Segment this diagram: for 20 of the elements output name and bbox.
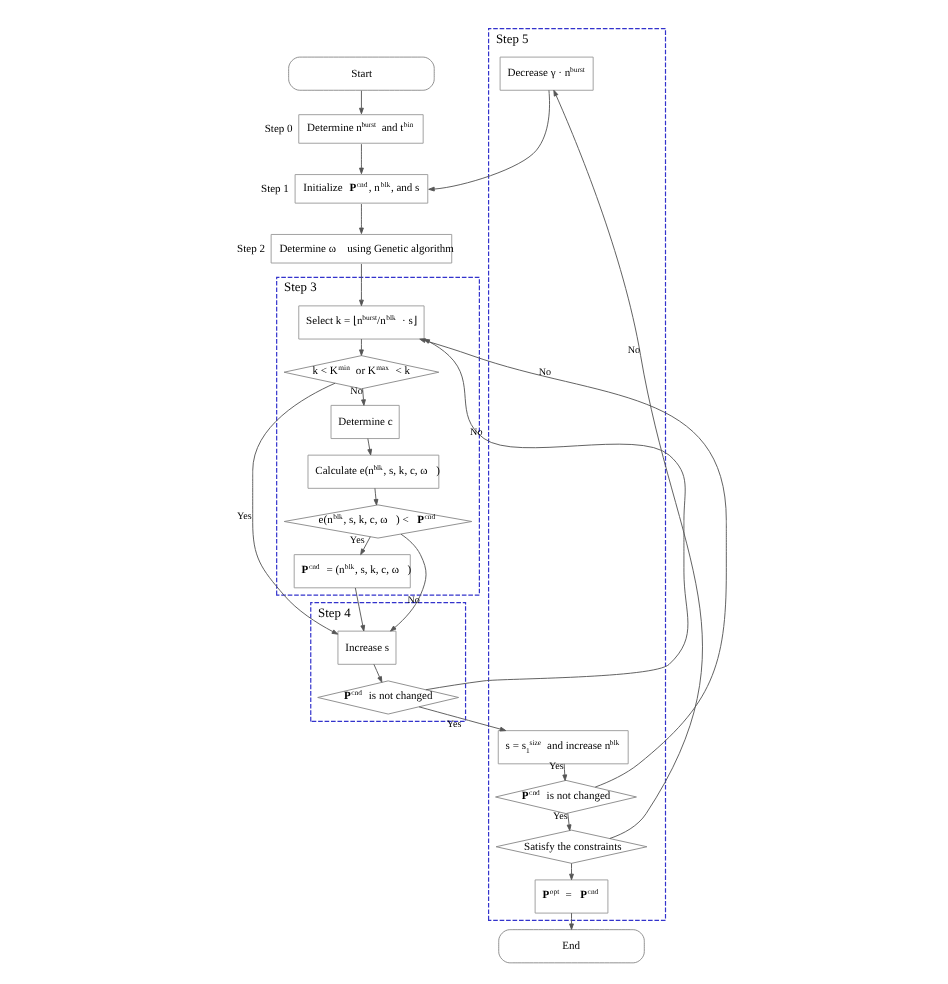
arrow [251, 382, 338, 635]
arrow [358, 143, 363, 175]
arrow [568, 912, 573, 930]
arrow [389, 533, 426, 632]
arrow [358, 338, 363, 356]
arrow [358, 263, 363, 307]
arrow [358, 90, 363, 115]
arrow [417, 706, 506, 732]
arrow [366, 438, 372, 456]
arrow [561, 763, 567, 781]
arrow [353, 587, 365, 632]
arrow [565, 812, 571, 831]
arrow [360, 388, 365, 406]
arrow [359, 536, 370, 556]
arrow [372, 663, 382, 683]
arrow [568, 862, 573, 881]
arrow [552, 89, 702, 839]
arrow [372, 487, 378, 506]
arrow [358, 203, 363, 234]
arrow [427, 89, 549, 192]
